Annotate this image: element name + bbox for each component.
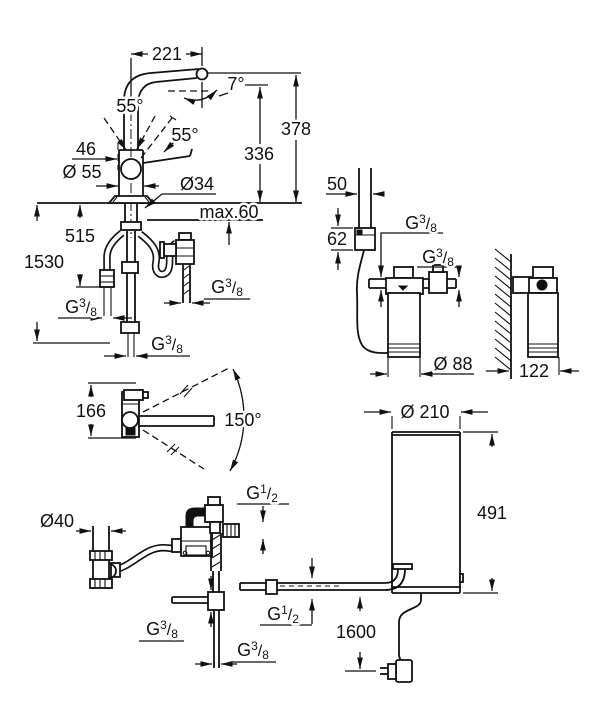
dim-body-diameter: Ø 55 — [62, 162, 101, 182]
dim-lever-offset: 46 — [76, 139, 96, 159]
figure-filter-unit-view: 50 62 G3/8 G3/8 Ø 88 122 — [324, 168, 579, 384]
top-view-dimensions: 150° 166 — [73, 368, 264, 472]
drain-dimensions: Ø40 G1/2 G3/8 G3/8 — [37, 480, 289, 667]
thread-label-filter-outlet: G3/8 — [422, 246, 454, 269]
dim-spout-swivel-range: 150° — [224, 410, 261, 430]
faucet-dimensions: 221 7° 55° 55° 46 Ø 55 Ø34 — [21, 42, 314, 359]
figure-faucet-top-view: 150° 166 — [73, 366, 264, 472]
dim-lever-angle-right: 55° — [171, 125, 198, 145]
dim-mounting-hole-diameter: Ø34 — [180, 174, 214, 194]
thread-label-angle-valve: G1/2 — [246, 482, 278, 505]
thread-label-long-hose: G3/8 — [151, 333, 183, 356]
dim-lever-angle-left: 55° — [116, 96, 143, 116]
filter-outline — [354, 168, 559, 379]
dim-control-box-height: 62 — [327, 229, 347, 249]
dim-boiler-diameter: Ø 210 — [400, 402, 449, 422]
dim-supply-hose-length: 515 — [65, 226, 95, 246]
dim-spout-reach: 221 — [152, 44, 182, 64]
dim-wall-offset: 122 — [519, 361, 549, 381]
top-view-outline — [121, 366, 232, 470]
dim-height-to-spout-top: 378 — [281, 119, 311, 139]
dim-long-hose-length: 1530 — [24, 252, 64, 272]
thread-label-filter-inlet: G3/8 — [405, 212, 437, 235]
dim-control-box-width: 50 — [327, 174, 347, 194]
dim-height-to-outlet: 336 — [244, 144, 274, 164]
figure-drain-connection-view: Ø40 G1/2 G3/8 G3/8 — [37, 480, 289, 668]
boiler-dimensions: Ø 210 491 G1/2 1600 — [260, 400, 510, 672]
thread-label-water-inlet: G1/2 — [267, 603, 299, 626]
dim-boiler-height: 491 — [477, 503, 507, 523]
thread-label-supply-left: G3/8 — [65, 296, 97, 319]
dim-body-depth: 166 — [76, 401, 106, 421]
figure-faucet-side-view: 221 7° 55° 55° 46 Ø 55 Ø34 — [21, 42, 314, 359]
drain-outline — [89, 496, 240, 668]
dim-drain-pipe-diameter: Ø40 — [40, 511, 74, 531]
thread-label-valve-hose: G3/8 — [211, 276, 243, 299]
figure-boiler-view: Ø 210 491 G1/2 1600 — [239, 400, 510, 683]
faucet-outline — [37, 67, 302, 357]
boiler-outline — [239, 431, 464, 683]
filter-dimensions: 50 62 G3/8 G3/8 Ø 88 122 — [324, 172, 579, 384]
dim-counter-thickness-max: max.60 — [199, 202, 258, 222]
thread-label-supply-pipe: G3/8 — [237, 639, 269, 662]
dim-filter-diameter: Ø 88 — [433, 354, 472, 374]
dim-power-cable-length: 1600 — [336, 622, 376, 642]
dim-spout-end-angle: 7° — [227, 74, 244, 94]
thread-label-tee: G3/8 — [146, 618, 178, 641]
